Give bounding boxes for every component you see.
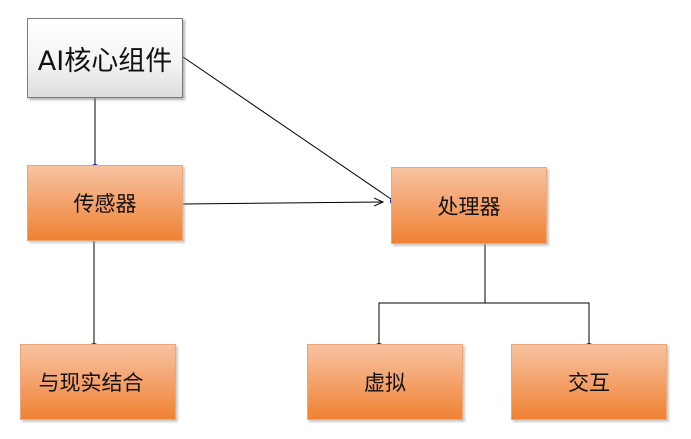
node-processor[interactable]: 处理器 <box>391 167 547 244</box>
node-interaction[interactable]: 交互 <box>511 344 667 420</box>
edge-core-processor <box>182 56 392 200</box>
node-label: 处理器 <box>437 194 501 219</box>
edge-processor-interaction <box>485 302 590 348</box>
node-label: AI核心组件 <box>37 45 173 77</box>
node-virtual[interactable]: 虚拟 <box>307 344 463 420</box>
node-sensor[interactable]: 传感器 <box>27 165 183 241</box>
node-label: 传感器 <box>73 192 137 216</box>
edge-processor-virtual <box>378 302 485 348</box>
node-ai-core-components[interactable]: AI核心组件 <box>27 18 183 98</box>
node-reality-integration[interactable]: 与现实结合 <box>20 344 176 420</box>
edge-sensor-processor <box>182 202 383 204</box>
node-label: 虚拟 <box>364 371 406 395</box>
node-label: 交互 <box>568 371 610 395</box>
node-label: 与现实结合 <box>38 371 144 395</box>
